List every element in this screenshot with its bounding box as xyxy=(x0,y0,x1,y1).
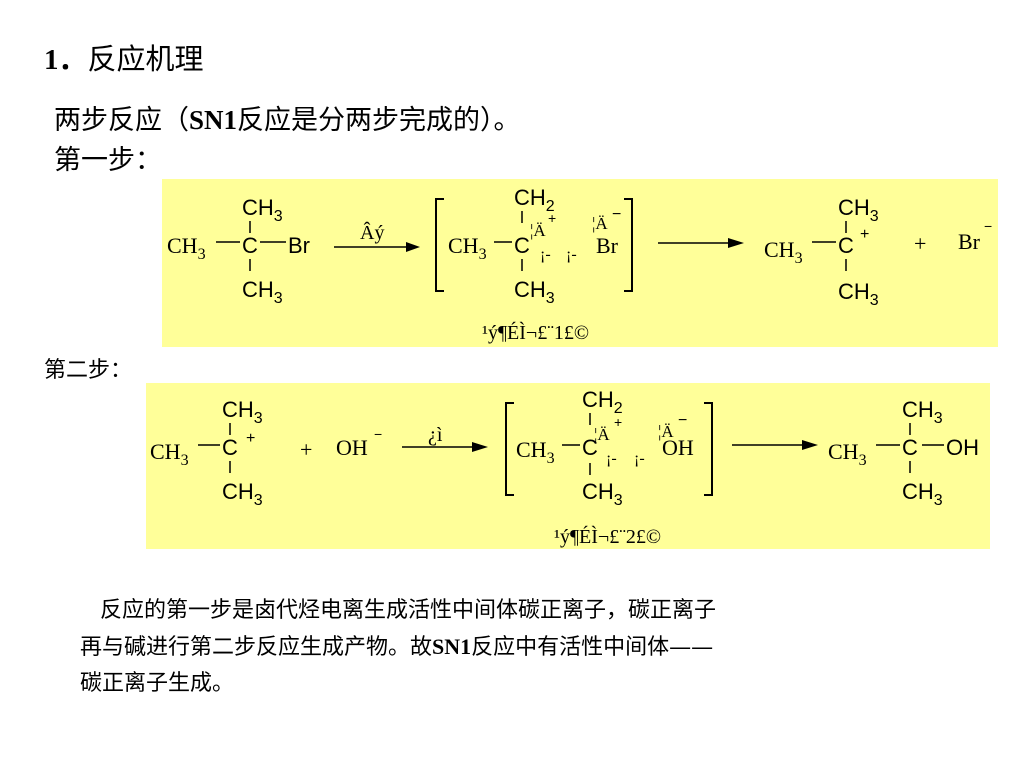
section-heading: 1．反应机理 xyxy=(44,36,204,78)
s1-arrow-head xyxy=(406,242,420,252)
para-line-1: 反应的第一步是卤代烃电离生成活性中间体碳正离子，碳正离子 xyxy=(100,598,717,623)
s1-reactant-ch3-left: CH3 xyxy=(167,233,206,263)
s1-ts-right-bracket xyxy=(624,198,633,292)
s2-ts-partial-plus: ¦Ä xyxy=(594,425,610,444)
s2-ts-minus: − xyxy=(678,412,687,429)
s1-bromide-minus: − xyxy=(984,218,992,234)
s1-ts-partial-minus: ¦Ä xyxy=(592,214,608,233)
para-line-2-sn1: SN1 xyxy=(432,634,472,659)
s1-ts-partial-plus: ¦Ä xyxy=(530,221,546,240)
s1-arrow2-head xyxy=(728,238,744,248)
para-line-2: 再与碱进行第二步反应生成产物。故SN1反应中有活性中间体—— xyxy=(80,629,920,666)
s2-ts-left-bracket xyxy=(505,402,514,496)
section-title: 反应机理 xyxy=(87,42,204,76)
s1-ts-caption: ¹ý¶ÉÌ¬£¨1£© xyxy=(482,321,589,344)
s2-product-ch3-top: CH3 xyxy=(902,397,943,427)
s2-ts-partial-minus: ¦Ä xyxy=(658,422,674,441)
s2-product-c: C xyxy=(902,435,918,460)
s1-product-ch3-left: CH3 xyxy=(764,237,803,267)
s2-ts-ch3-left: CH3 xyxy=(516,437,555,467)
s1-ts-minus: − xyxy=(612,206,621,223)
s1-arrow-label: Âý xyxy=(360,221,384,244)
s1-reactant-ch3-top: CH3 xyxy=(242,195,283,225)
step2-panel: CH3 CH3 C + CH3 + OH − ¿ì CH2 ¦Ä + CH3 C… xyxy=(146,383,990,549)
intro-line: 两步反应（SN1反应是分两步完成的）。 xyxy=(54,98,521,137)
s2-ts-dots2: ¡- xyxy=(634,450,645,467)
s1-ts-dots1: ¡- xyxy=(540,246,551,263)
s2-ts-plus: + xyxy=(614,414,622,430)
step2-reaction-svg: CH3 CH3 C + CH3 + OH − ¿ì CH2 ¦Ä + CH3 C… xyxy=(150,387,979,548)
para-line-2b: 反应中有活性中间体—— xyxy=(471,635,714,660)
section-number: 1． xyxy=(44,44,88,76)
s2-product-oh: OH xyxy=(946,435,979,460)
s1-ts-dots2: ¡- xyxy=(566,246,577,263)
s1-ts-left-bracket xyxy=(435,198,444,292)
s1-ts-br: Br xyxy=(596,233,619,258)
s2-arrow-label: ¿ì xyxy=(428,424,443,446)
s1-product-ch3-bottom: CH3 xyxy=(838,279,879,309)
step2-label: 第二步： xyxy=(44,358,133,383)
s1-reactant-ch3-bottom: CH3 xyxy=(242,277,283,307)
s2-ts-dots1: ¡- xyxy=(606,450,617,467)
s2-hydroxide: OH xyxy=(336,435,368,460)
para-line-2a: 再与碱进行第二步反应生成产物。故 xyxy=(80,635,433,660)
s2-product-ch3-left: CH3 xyxy=(828,439,867,469)
intro-prefix: 两步反应（ xyxy=(54,105,189,136)
step1-reaction-svg: CH3 CH3 C Br CH3 Âý CH2 ¦Ä + CH3 C ¡- ¡-… xyxy=(167,185,992,344)
s2-product-ch3-bottom: CH3 xyxy=(902,479,943,509)
s2-ts-ch2: CH2 xyxy=(582,387,623,417)
s2-plus-sign: + xyxy=(300,437,312,462)
step1-panel: CH3 CH3 C Br CH3 Âý CH2 ¦Ä + CH3 C ¡- ¡-… xyxy=(162,179,998,347)
s2-reactant-ch3-top: CH3 xyxy=(222,397,263,427)
s1-ts-ch3-bottom: CH3 xyxy=(514,277,555,307)
s2-reactant-ch3-left: CH3 xyxy=(150,439,189,469)
s1-product-c: C xyxy=(838,233,854,258)
explanation-paragraph: 反应的第一步是卤代烃电离生成活性中间体碳正离子，碳正离子 再与碱进行第二步反应生… xyxy=(80,593,920,702)
intro-sn1: SN1 xyxy=(189,105,238,135)
intro-suffix: 反应是分两步完成的）。 xyxy=(237,105,521,136)
s1-ts-plus: + xyxy=(548,210,556,226)
s2-ts-c: C xyxy=(582,435,598,460)
s1-bromide: Br xyxy=(958,229,981,254)
s2-arrow-head xyxy=(472,442,488,452)
s2-ts-caption: ¹ý¶ÉÌ¬£¨2£© xyxy=(554,525,661,548)
s1-reactant-br: Br xyxy=(288,233,310,258)
s2-reactant-c: C xyxy=(222,435,238,460)
s2-ts-oh: OH xyxy=(662,435,694,460)
s2-ts-ch3-bottom: CH3 xyxy=(582,479,623,509)
s1-ts-ch3-left: CH3 xyxy=(448,233,487,263)
s1-reactant-c: C xyxy=(242,233,258,258)
s1-plus-sign: + xyxy=(914,231,926,256)
s2-ts-right-bracket xyxy=(704,402,713,496)
para-line-3: 碳正离子生成。 xyxy=(80,671,235,696)
s2-arrow2-head xyxy=(802,440,818,450)
s2-reactant-ch3-bottom: CH3 xyxy=(222,479,263,509)
s1-ts-ch2: CH2 xyxy=(514,185,555,215)
step1-label: 第一步： xyxy=(54,145,162,176)
s1-ts-c: C xyxy=(514,233,530,258)
s2-hydroxide-minus: − xyxy=(374,426,382,442)
s1-product-plus: + xyxy=(860,226,869,243)
s1-product-ch3-top: CH3 xyxy=(838,195,879,225)
s2-reactant-plus: + xyxy=(246,430,255,447)
